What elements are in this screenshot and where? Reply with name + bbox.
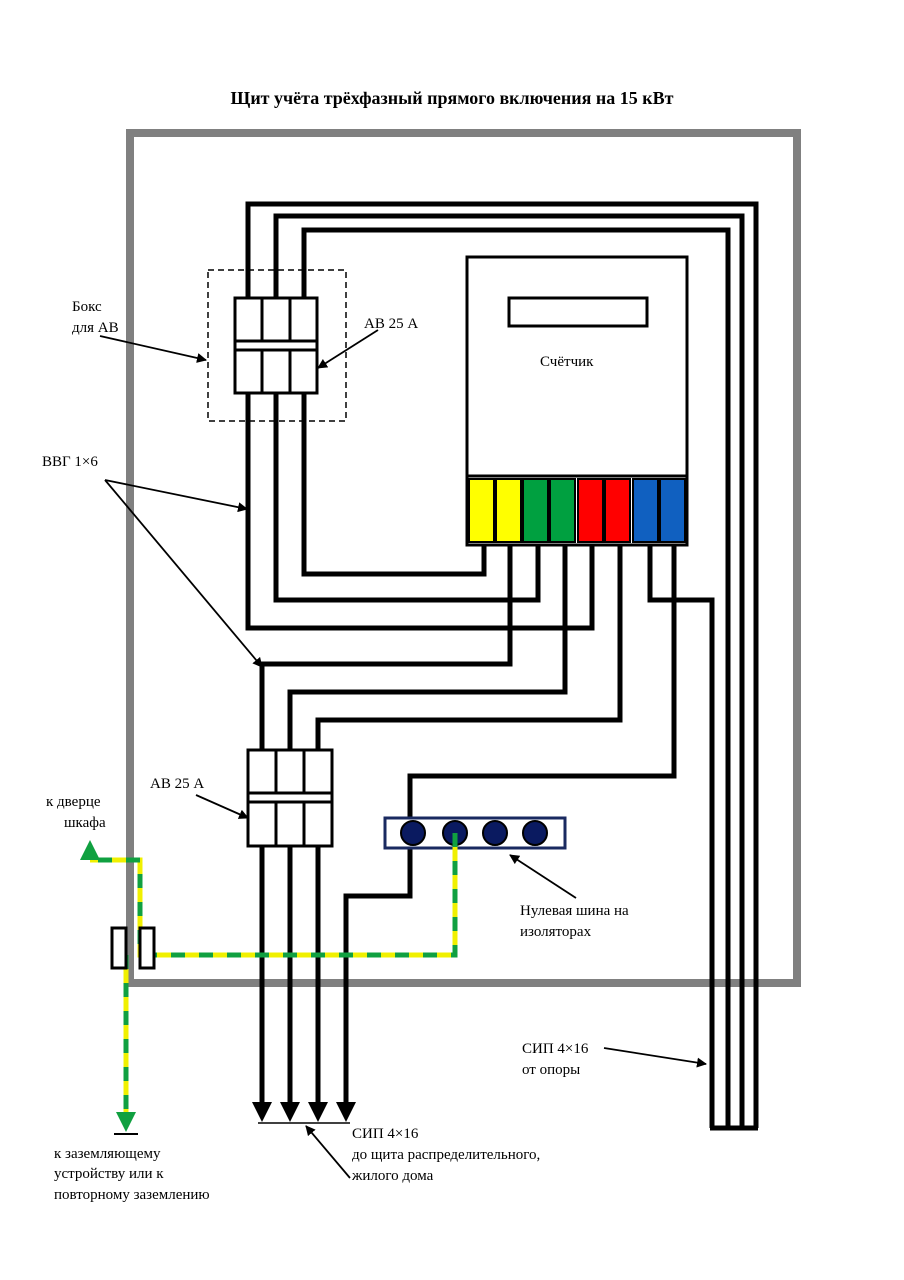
- callout-leaders: [99, 329, 707, 1179]
- label-ground-2: устройству или к: [54, 1166, 164, 1182]
- label-neutral-bus-1: Нулевая шина на: [520, 903, 629, 919]
- neutral-bus: [383, 816, 567, 850]
- label-door-1: к дверце: [46, 794, 101, 810]
- label-box-for-breaker-1: Бокс: [72, 299, 102, 315]
- terminal-n1: [632, 478, 659, 543]
- label-breaker-bottom: АВ 25 А: [150, 776, 204, 792]
- terminal-b1: [522, 478, 549, 543]
- terminal-b2: [549, 478, 576, 543]
- meter-terminals: [468, 478, 686, 543]
- label-sip-output-3: жилого дома: [351, 1168, 434, 1184]
- ground-wire: [90, 833, 458, 1112]
- label-meter: Счётчик: [540, 354, 594, 370]
- label-sip-output-1: СИП 4×16: [352, 1126, 419, 1142]
- sip-output-wires: [259, 846, 321, 1108]
- label-ground-3: повторному заземлению: [54, 1187, 210, 1203]
- breaker-top: [233, 296, 319, 395]
- label-sip-output-2: до щита распределительного,: [352, 1147, 540, 1163]
- label-box-for-breaker-2: для АВ: [72, 320, 119, 336]
- terminal-a2: [495, 478, 522, 543]
- terminal-a1: [468, 478, 495, 543]
- label-ground-1: к заземляющему: [54, 1146, 161, 1162]
- terminal-c1: [577, 478, 604, 543]
- label-neutral-bus-2: изоляторах: [520, 924, 592, 940]
- ground-arrow: [116, 1112, 136, 1132]
- sip-input-cable: [245, 201, 759, 1131]
- label-door-2: шкафа: [64, 815, 106, 831]
- breaker-box: [207, 269, 347, 422]
- label-sip-input-2: от опоры: [522, 1062, 580, 1078]
- terminal-c2: [604, 478, 631, 543]
- breaker-bottom: [246, 748, 334, 848]
- ground-clamp: [110, 926, 156, 970]
- label-sip-input-1: СИП 4×16: [522, 1041, 589, 1057]
- cabinet-enclosure: [126, 129, 801, 987]
- sip-output-arrows: [252, 1102, 356, 1122]
- label-vvg-cable: ВВГ 1×6: [42, 454, 98, 470]
- diagram-title: Щит учёта трёхфазный прямого включения н…: [231, 88, 674, 108]
- terminal-n2: [659, 478, 686, 543]
- door-arrow: [80, 840, 100, 860]
- label-breaker-top: АВ 25 А: [364, 316, 418, 332]
- meter-display: [507, 296, 649, 328]
